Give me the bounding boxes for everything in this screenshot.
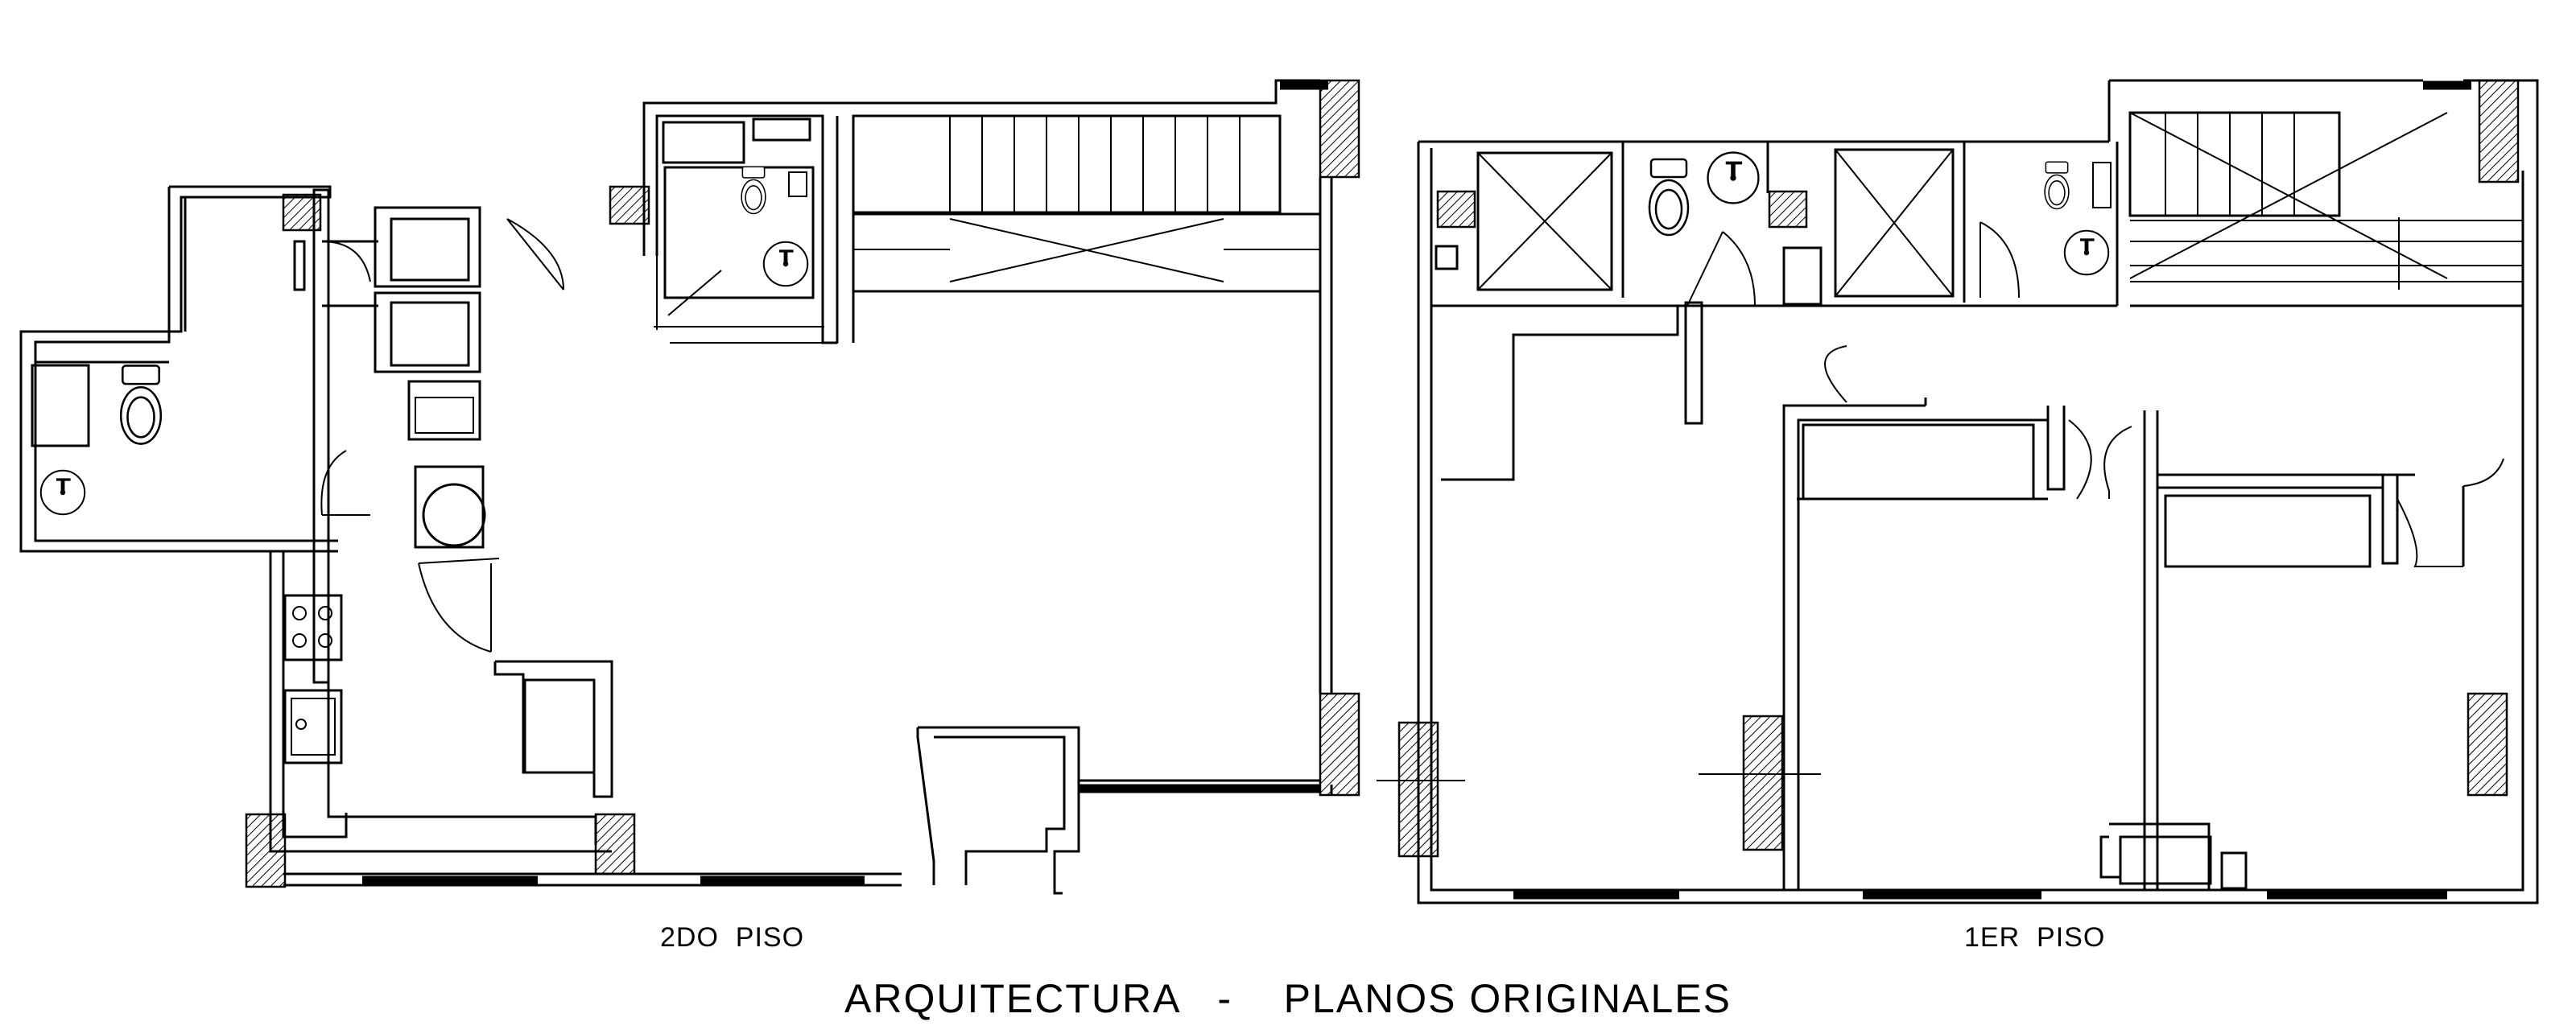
hatched-column-icon xyxy=(282,193,322,232)
hatched-column-icon xyxy=(2467,692,2508,797)
washing-machine-icon xyxy=(390,301,470,367)
stove-icon xyxy=(283,594,343,661)
outer-walls xyxy=(506,79,1360,895)
sink-icon xyxy=(41,471,85,514)
plan-label-1er-piso: 1ER PISO xyxy=(1964,922,2106,953)
sink-icon xyxy=(2065,231,2108,274)
plan-2do-piso xyxy=(19,79,1360,895)
hatched-column-icon xyxy=(245,813,287,888)
plan-label-2do-piso: 2DO PISO xyxy=(660,922,805,953)
left-wing-walls xyxy=(19,185,338,553)
kitchen-sink-icon xyxy=(283,689,343,764)
kitchen xyxy=(245,551,902,888)
top-bathrooms xyxy=(1431,142,2119,307)
left-room-counter xyxy=(1441,301,1847,481)
upper-bath-and-stair xyxy=(609,79,1328,344)
hatched-column-icon xyxy=(1319,692,1360,797)
stair-icon xyxy=(2128,111,2341,217)
washing-machine-icon xyxy=(390,217,470,282)
perimeter-walls xyxy=(1377,79,2539,904)
stair-icon xyxy=(852,114,1282,214)
water-heater-icon xyxy=(422,483,486,547)
toilet-icon xyxy=(2043,161,2070,210)
laundry-area xyxy=(282,188,486,684)
sink-icon xyxy=(1708,153,1759,204)
toilet-icon xyxy=(119,364,163,445)
toilet-icon xyxy=(740,166,767,216)
plan-1er-piso xyxy=(1377,79,2539,904)
hatched-column-icon xyxy=(1319,79,1360,179)
toilet-icon xyxy=(1648,158,1690,237)
hatched-column-icon xyxy=(1436,190,1476,229)
hatched-column-icon xyxy=(609,185,650,225)
hatched-column-icon xyxy=(2478,79,2520,183)
stair xyxy=(2128,111,2523,307)
shower-tray-icon xyxy=(1834,148,1955,298)
drawing-title: ARQUITECTURA - PLANOS ORIGINALES xyxy=(844,976,1732,1021)
sink-icon xyxy=(764,242,807,286)
hatched-column-icon xyxy=(594,813,636,876)
hatched-column-icon xyxy=(1768,190,1808,229)
hatched-column-icon xyxy=(1397,721,1439,858)
hatched-column-icon xyxy=(1742,715,1784,851)
rack-icon xyxy=(415,397,474,434)
shower-tray-icon xyxy=(1476,151,1613,291)
interior-partitions xyxy=(1782,398,2504,890)
